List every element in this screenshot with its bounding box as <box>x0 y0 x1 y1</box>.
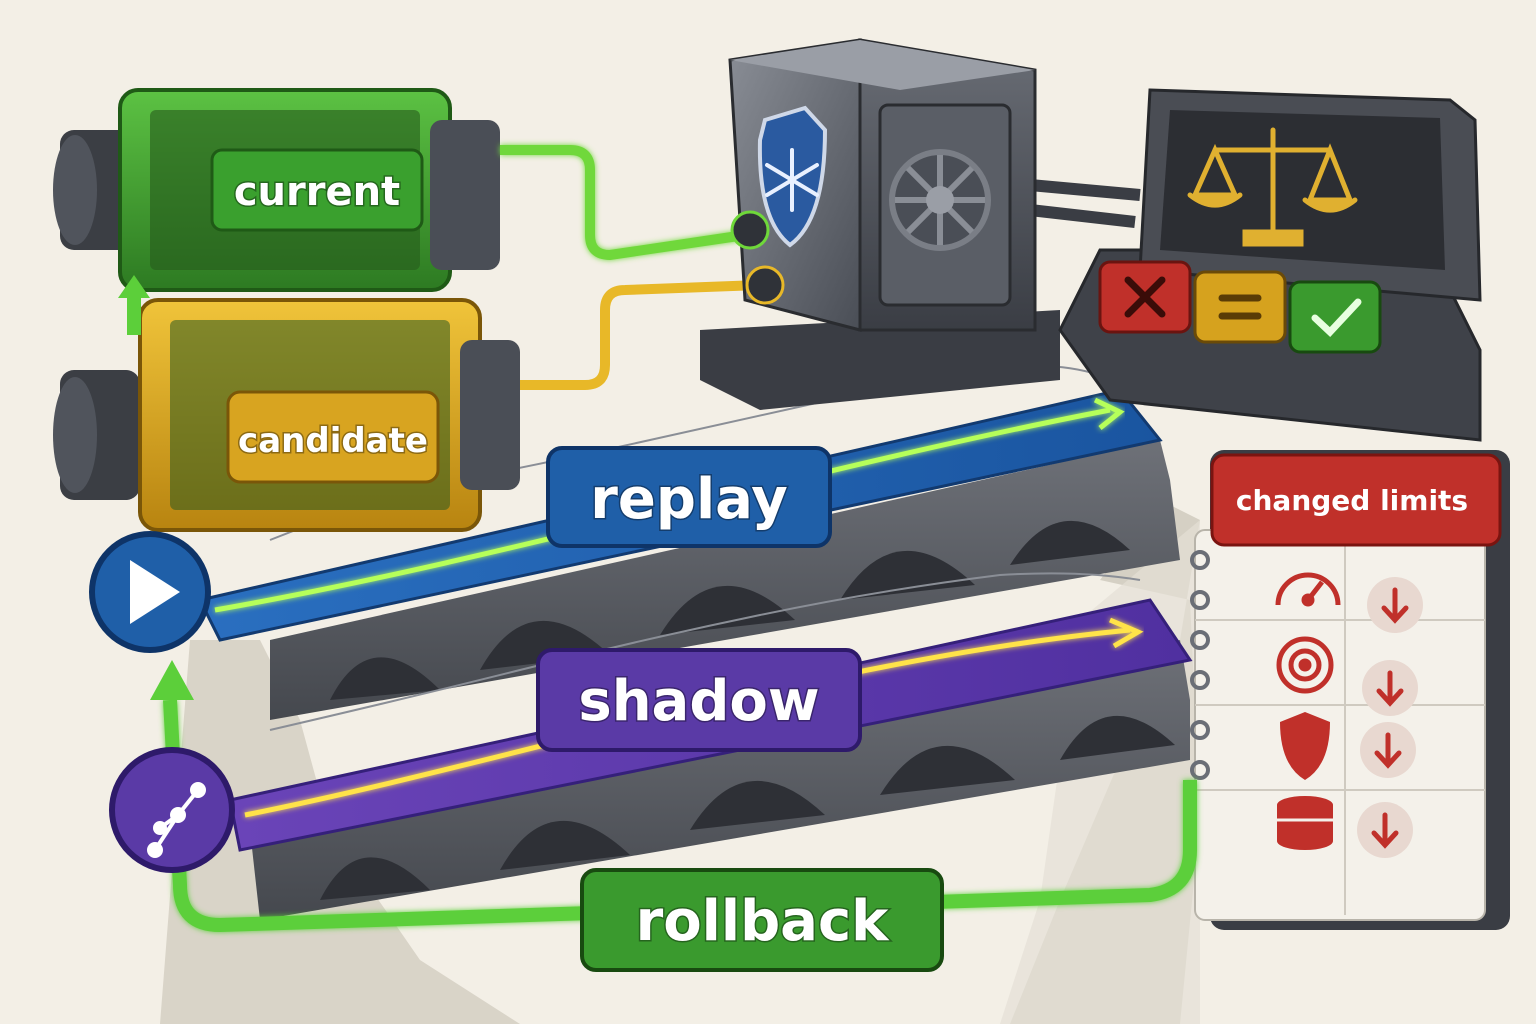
current-label: current <box>234 169 400 215</box>
replay-label: replay <box>590 467 787 532</box>
x-mark-icon <box>1124 276 1166 318</box>
arrow-down-icon <box>1360 722 1416 778</box>
reject-button[interactable] <box>1098 260 1192 334</box>
promote-arrow <box>118 275 150 335</box>
balance-scales-icon <box>1187 127 1358 247</box>
speedometer-icon <box>1275 572 1341 607</box>
replay-tag[interactable]: replay <box>546 446 832 548</box>
candidate-module: candidate <box>53 298 520 532</box>
rollback-label: rollback <box>636 889 891 954</box>
current-pipe <box>500 145 746 261</box>
target-icon <box>1276 636 1334 694</box>
candidate-pipe <box>520 280 761 390</box>
check-mark-icon <box>1311 298 1362 337</box>
candidate-label: candidate <box>238 421 428 461</box>
arrow-down-icon <box>1357 802 1413 858</box>
decision-console <box>1058 88 1482 442</box>
shield-icon <box>1280 712 1330 780</box>
equal-button[interactable] <box>1193 270 1287 344</box>
database-icon <box>1277 796 1333 850</box>
shadow-tag[interactable]: shadow <box>536 648 862 752</box>
arrow-down-icon <box>1367 577 1423 633</box>
frozen-vault <box>700 38 1060 410</box>
accept-button[interactable] <box>1288 280 1382 354</box>
branch-nodes-icon <box>147 782 206 858</box>
changed-limits-label: changed limits <box>1236 484 1468 517</box>
current-module: current <box>53 88 500 292</box>
arrow-down-icon <box>1362 660 1418 716</box>
changed-limits-panel: changed limits <box>1190 450 1510 930</box>
rollback-button[interactable]: rollback <box>580 868 944 972</box>
play-button[interactable] <box>89 531 211 653</box>
equals-icon <box>1218 294 1262 320</box>
snowflake-icon <box>765 148 819 212</box>
shadow-label: shadow <box>578 669 819 734</box>
vault-to-console-cables <box>1029 179 1141 228</box>
play-icon <box>130 560 180 624</box>
branch-button[interactable] <box>109 747 235 873</box>
